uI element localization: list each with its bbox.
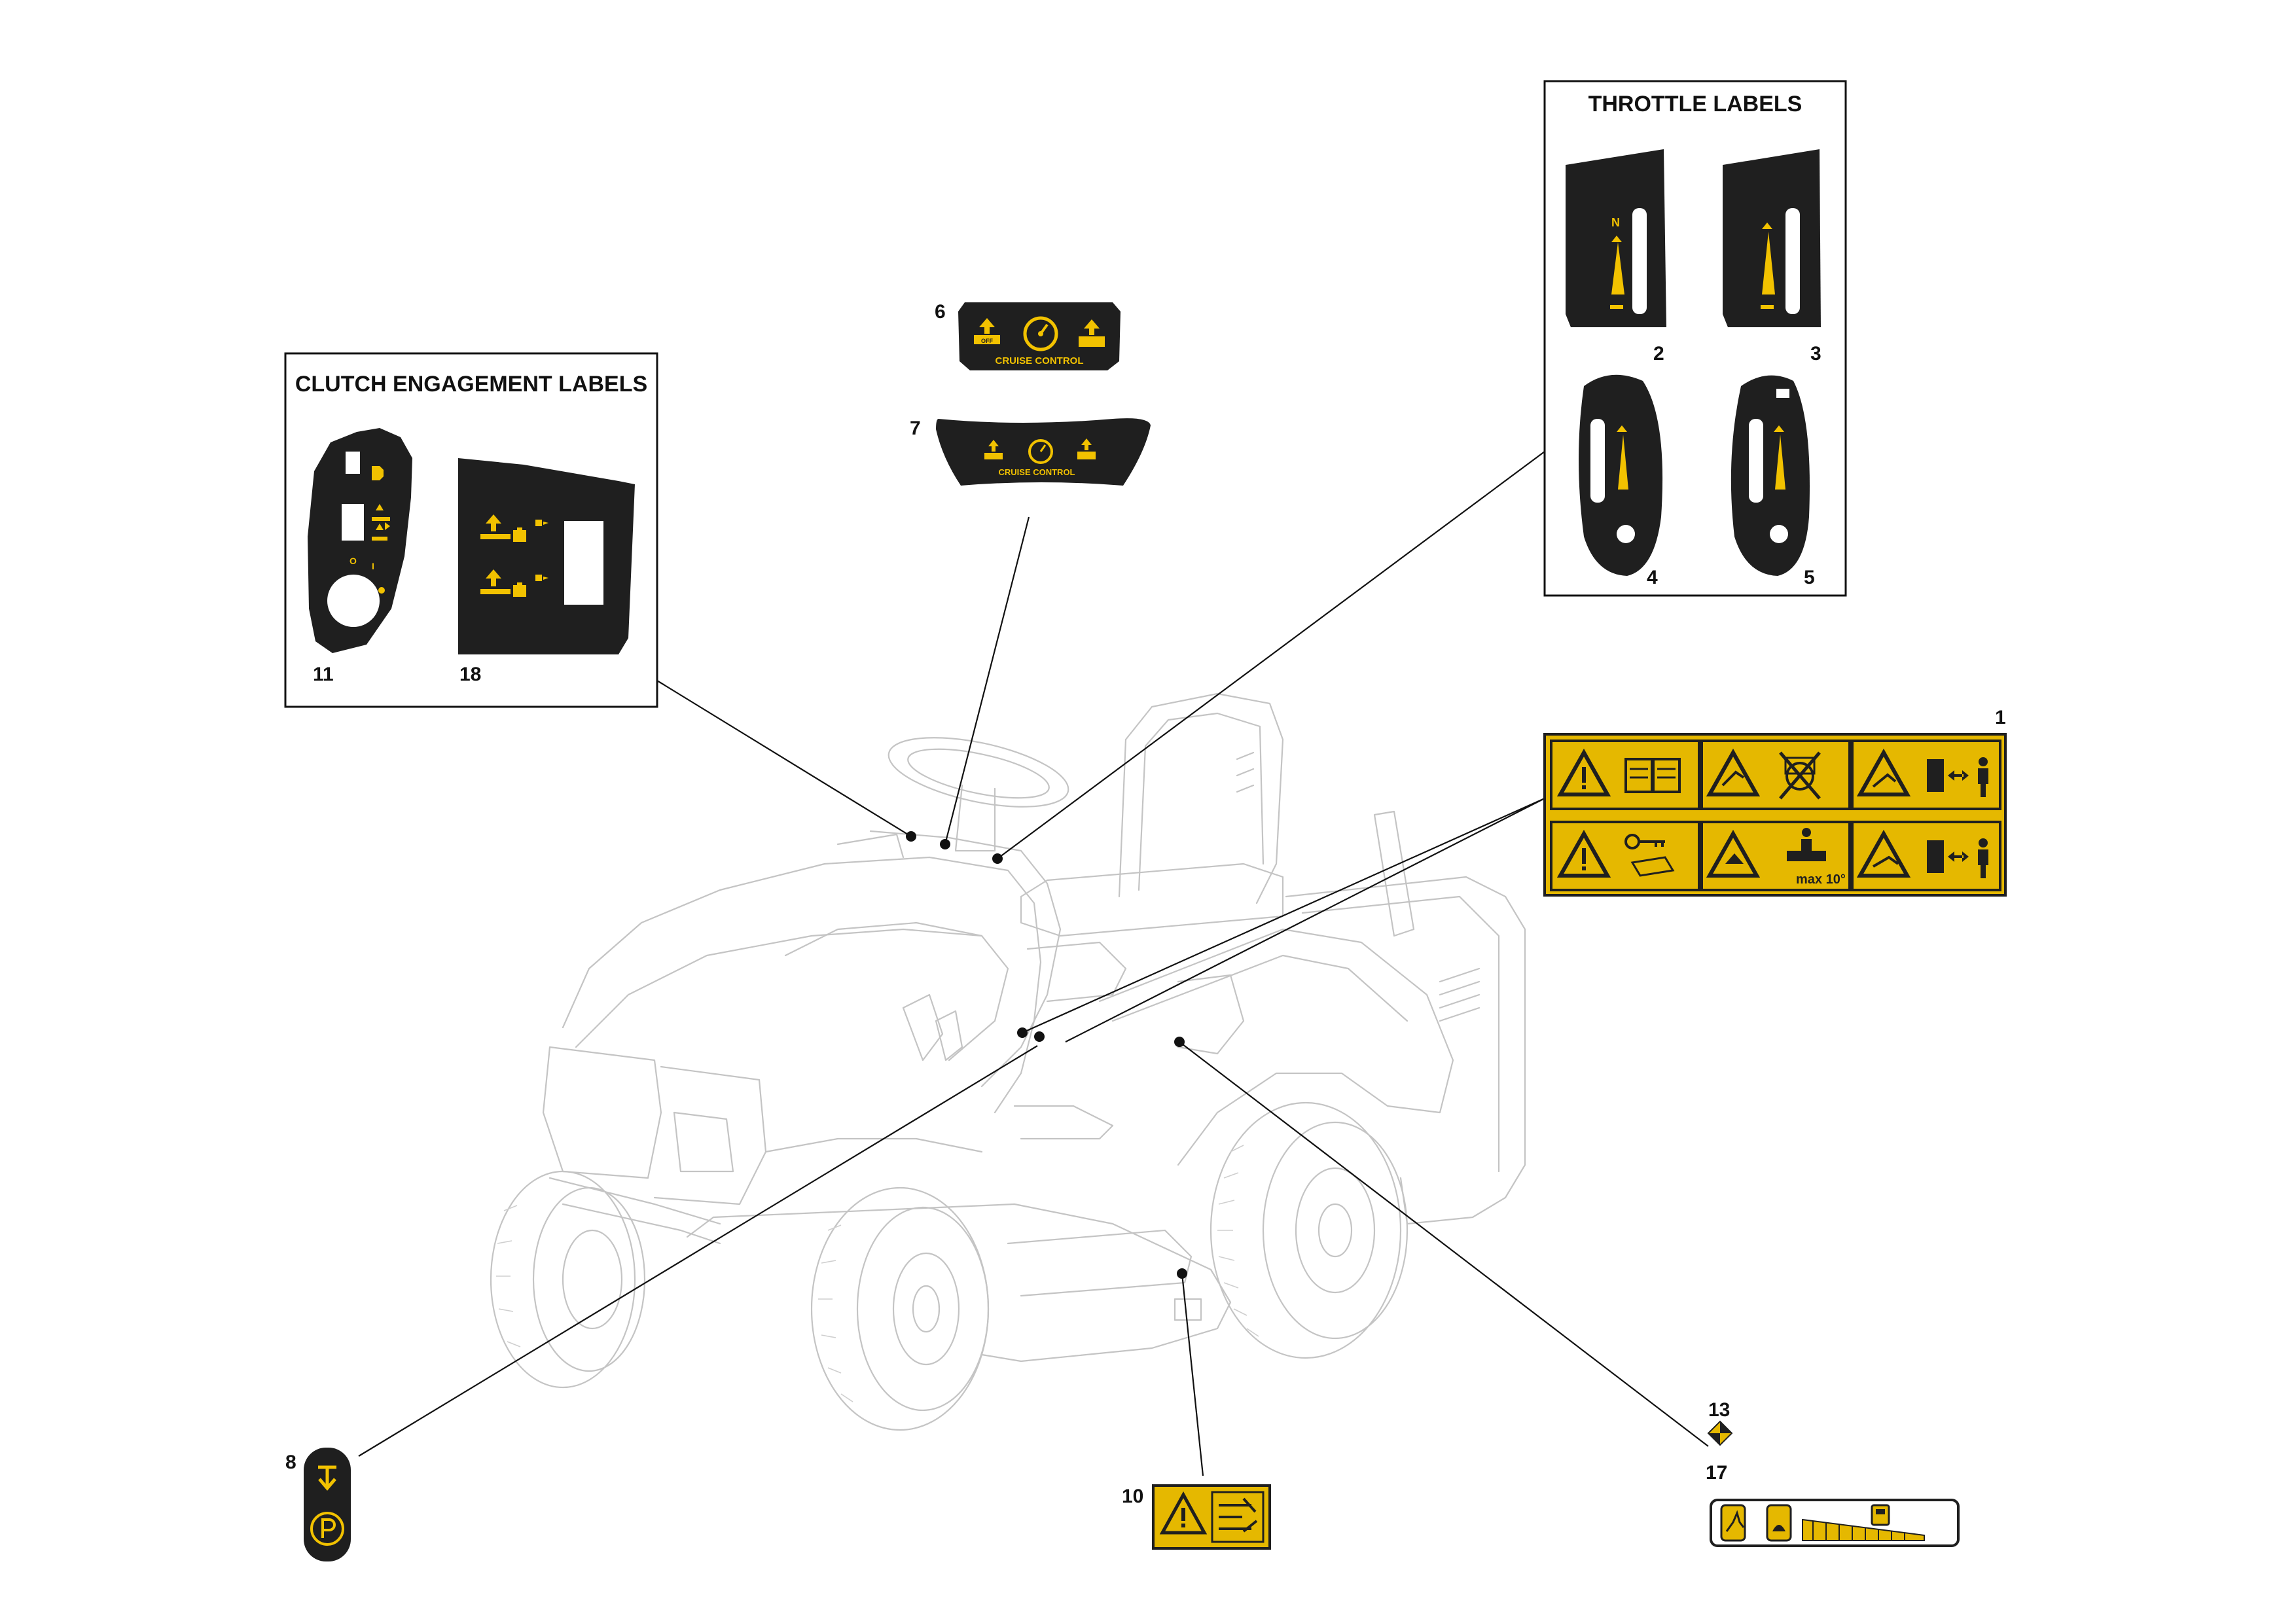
label-number-5: 5 bbox=[1804, 567, 1815, 588]
warning-triangle-icon bbox=[1556, 748, 1611, 796]
key-switch-hole bbox=[327, 575, 380, 627]
leader-point bbox=[940, 839, 950, 849]
warning-label-13: 13 bbox=[1707, 1399, 1733, 1446]
warning-triangle-icon bbox=[1856, 829, 1911, 878]
key-i-label: I bbox=[372, 561, 374, 571]
throttle-label-5 bbox=[1731, 375, 1810, 576]
thrown-object-icon bbox=[1706, 748, 1761, 796]
clutch-box-title: CLUTCH ENGAGEMENT LABELS bbox=[295, 372, 647, 397]
lawn-tractor-outline bbox=[490, 692, 1526, 1431]
leader-point bbox=[1034, 1031, 1045, 1042]
clutch-label-11: O I bbox=[308, 428, 412, 653]
keep-distance-icon bbox=[1927, 838, 1988, 878]
warning-label-10: 10 bbox=[1122, 1484, 1271, 1550]
warning-triangle-icon bbox=[1706, 829, 1761, 878]
speedometer-icon bbox=[1023, 316, 1058, 351]
no-slope-icon: max 10° bbox=[1787, 828, 1846, 887]
leader-lines bbox=[358, 451, 1709, 1476]
key-o-label: O bbox=[350, 556, 357, 566]
max-slope-text: max 10° bbox=[1796, 872, 1846, 887]
label-number-8: 8 bbox=[285, 1452, 296, 1473]
tortoise-icon bbox=[1766, 1504, 1792, 1542]
label-number-11: 11 bbox=[313, 664, 334, 685]
leader-point bbox=[992, 853, 1003, 864]
label-number-13: 13 bbox=[1708, 1399, 1730, 1421]
label-number-3: 3 bbox=[1810, 343, 1821, 365]
label-number-4: 4 bbox=[1647, 567, 1658, 588]
label-number-7: 7 bbox=[910, 418, 921, 439]
leader-point bbox=[1174, 1037, 1185, 1047]
parking-label-8: 8 bbox=[285, 1448, 351, 1561]
label-number-6: 6 bbox=[935, 301, 946, 323]
label-number-18: 18 bbox=[459, 664, 481, 685]
clutch-label-18 bbox=[458, 458, 635, 654]
throttle-label-3 bbox=[1723, 149, 1821, 327]
leader-point bbox=[906, 831, 916, 842]
warning-label-1: 1 bbox=[1543, 707, 2007, 897]
parking-brake-icon bbox=[310, 1512, 344, 1546]
no-slope-icon bbox=[1779, 751, 1821, 800]
speed-label-17: 17 bbox=[1706, 1462, 1960, 1547]
keep-distance-icon bbox=[1927, 757, 1988, 797]
key-icon bbox=[1624, 834, 1675, 877]
hare-icon bbox=[1720, 1504, 1746, 1542]
front-wheel bbox=[810, 1186, 990, 1431]
speedometer-icon bbox=[1028, 439, 1053, 464]
warning-triangle-icon bbox=[1556, 829, 1611, 878]
rear-left-wheel bbox=[490, 1170, 646, 1389]
label-number-1: 1 bbox=[1995, 707, 2006, 728]
cruise-label-7: 7 CRUISE CONTROL bbox=[910, 418, 1151, 486]
label-number-10: 10 bbox=[1122, 1486, 1143, 1507]
leader-point bbox=[1017, 1027, 1028, 1038]
off-text: OFF bbox=[981, 338, 993, 344]
clutch-engagement-box: CLUTCH ENGAGEMENT LABELS O I 11 18 bbox=[284, 352, 658, 708]
throttle-label-2: N bbox=[1566, 149, 1666, 327]
cruise-label-6: 6 OFF CRUISE CONTROL bbox=[935, 301, 1121, 370]
leader-point bbox=[1177, 1268, 1187, 1279]
rear-right-wheel bbox=[1210, 1101, 1408, 1359]
warning-triangle-icon bbox=[1159, 1491, 1208, 1535]
cruise-control-text-7: CRUISE CONTROL bbox=[999, 467, 1075, 477]
label-number-2: 2 bbox=[1653, 343, 1664, 365]
throttle-label-4 bbox=[1579, 374, 1663, 576]
throttle-box-title: THROTTLE LABELS bbox=[1588, 92, 1803, 116]
throttle-n-letter: N bbox=[1611, 216, 1620, 229]
speed-wedge bbox=[1802, 1518, 1925, 1541]
throttle-labels-box: THROTTLE LABELS N 2 3 4 bbox=[1543, 80, 1847, 597]
label-number-17: 17 bbox=[1706, 1462, 1727, 1484]
thrown-object-icon bbox=[1856, 748, 1911, 796]
manual-book-icon bbox=[1624, 758, 1681, 793]
cruise-control-text-6: CRUISE CONTROL bbox=[996, 355, 1084, 366]
